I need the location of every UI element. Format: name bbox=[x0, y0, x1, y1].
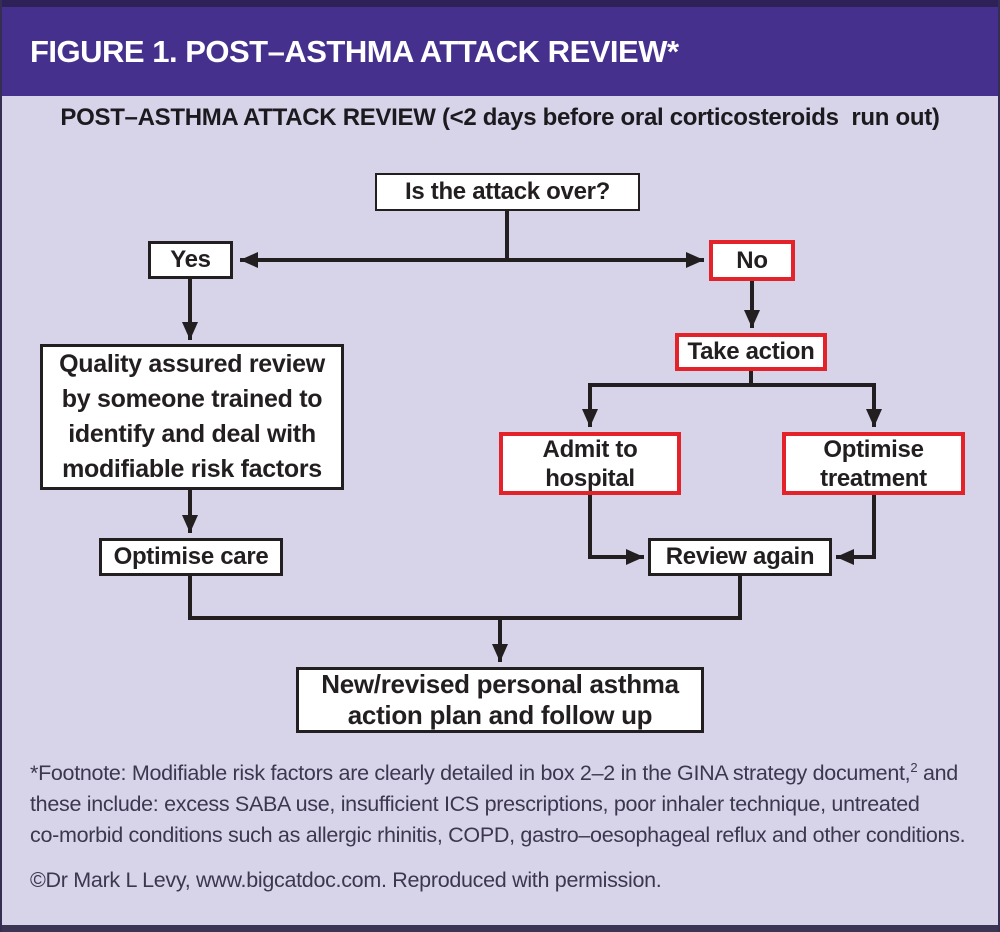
flow-node-label: Take action bbox=[687, 338, 815, 365]
flow-node-yes: Yes bbox=[148, 241, 233, 279]
flow-node-question: Is the attack over? bbox=[375, 173, 640, 211]
frame-bottom-strip bbox=[0, 925, 1000, 932]
connector-treatment-to-review bbox=[836, 494, 876, 565]
flow-node-take-action: Take action bbox=[675, 333, 827, 371]
flow-node-review-again: Review again bbox=[648, 538, 832, 576]
flow-node-label-line: treatment bbox=[820, 464, 927, 492]
frame-right-strip bbox=[998, 0, 1000, 932]
footnote-text: *Footnote: Modifiable risk factors are c… bbox=[30, 761, 911, 785]
flow-node-action-plan: New/revised personal asthma action plan … bbox=[296, 667, 704, 733]
flow-node-label: Review again bbox=[665, 543, 815, 570]
frame-top-strip bbox=[0, 0, 1000, 7]
copyright-credit: ©Dr Mark L Levy, www.bigcatdoc.com. Repr… bbox=[30, 868, 662, 892]
flow-node-label-line: action plan and follow up bbox=[347, 700, 653, 730]
frame-left-strip bbox=[0, 0, 2, 932]
flow-node-label-line: Quality assured review bbox=[59, 350, 325, 378]
flow-node-label-line: hospital bbox=[545, 464, 635, 492]
footnote-text: and bbox=[917, 761, 958, 785]
figure-title: FIGURE 1. POST–ASTHMA ATTACK REVIEW* bbox=[30, 33, 679, 69]
flow-node-no: No bbox=[709, 240, 795, 281]
flow-node-label: No bbox=[736, 246, 768, 274]
flow-node-quality-review: Quality assured review by someone traine… bbox=[40, 344, 344, 490]
flow-node-optimise-care: Optimise care bbox=[99, 538, 283, 576]
flow-node-label: Optimise care bbox=[113, 543, 269, 570]
footnote-superscript: 2 bbox=[910, 759, 918, 775]
flow-node-optimise-treatment: Optimise treatment bbox=[782, 432, 965, 495]
flow-node-label-line: modifiable risk factors bbox=[62, 455, 322, 483]
flow-node-label-line: New/revised personal asthma bbox=[321, 669, 679, 699]
figure-header: FIGURE 1. POST–ASTHMA ATTACK REVIEW* bbox=[0, 7, 1000, 96]
flow-node-label-line: Optimise bbox=[823, 435, 924, 463]
footnote-line-1: *Footnote: Modifiable risk factors are c… bbox=[30, 758, 980, 789]
footnote-line-3: co-morbid conditions such as allergic rh… bbox=[30, 823, 966, 847]
flow-node-label-line: identify and deal with bbox=[68, 420, 316, 448]
flow-node-label: Is the attack over? bbox=[404, 178, 611, 205]
chart-subtitle: POST–ASTHMA ATTACK REVIEW (<2 days befor… bbox=[60, 104, 940, 131]
flow-node-label-line: Admit to bbox=[542, 435, 638, 463]
footnote: *Footnote: Modifiable risk factors are c… bbox=[30, 758, 980, 851]
flow-node-admit-hospital: Admit to hospital bbox=[499, 432, 681, 495]
flow-node-label: Yes bbox=[170, 246, 211, 273]
footnote-line-2: these include: excess SABA use, insuffic… bbox=[30, 792, 920, 816]
connector-admit-to-review bbox=[588, 494, 644, 565]
flow-node-label-line: by someone trained to bbox=[61, 385, 323, 413]
